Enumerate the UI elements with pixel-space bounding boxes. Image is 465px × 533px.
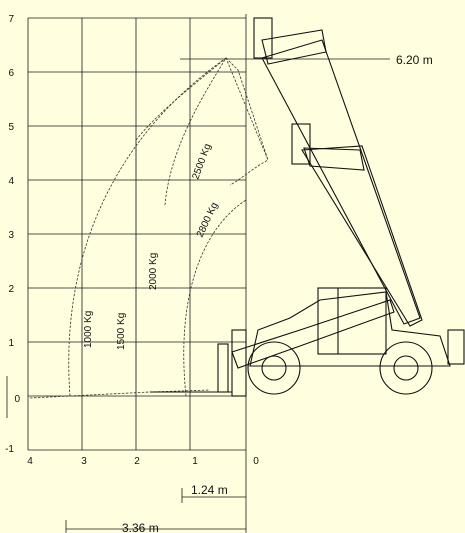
load-label-2000: 2000 Kg — [148, 253, 159, 290]
y-tick-label: 5 — [8, 122, 14, 133]
boom-mid — [301, 145, 423, 327]
reach-1-label: 1.24 m — [191, 483, 228, 497]
y-tick-label: 0 — [14, 394, 20, 405]
envelope-2500kg — [164, 57, 269, 206]
envelope-outer — [225, 57, 269, 161]
boom-lowered — [231, 299, 395, 369]
load-label-1500: 1500 Kg — [116, 313, 127, 350]
x-tick-label: 3 — [81, 456, 87, 467]
y-tick-labels: 7 6 5 4 3 2 1 0 -1 — [5, 14, 20, 455]
y-tick-label: 4 — [8, 176, 14, 187]
y-tick-label: 2 — [8, 284, 14, 295]
y-tick-label: -1 — [5, 444, 14, 455]
x-tick-label: 4 — [27, 456, 33, 467]
load-label-2800: 2800 Kg — [195, 201, 221, 239]
cab — [317, 287, 387, 355]
grid — [27, 14, 247, 533]
envelope-2000kg — [183, 199, 247, 397]
telehandler-illustration — [150, 17, 465, 397]
load-label-2500: 2500 Kg — [190, 142, 213, 181]
x-tick-label: 0 — [253, 456, 259, 467]
forks-mid — [291, 123, 311, 165]
rear-wheel — [379, 341, 433, 395]
x-tick-labels: 4 3 2 1 0 — [27, 456, 259, 467]
y-tick-label: 6 — [8, 68, 14, 79]
carriage — [231, 329, 247, 397]
envelope-1000kg — [68, 57, 227, 397]
y-tick-label: 3 — [8, 230, 14, 241]
load-labels: 1000 Kg 1500 Kg 2000 Kg 2500 Kg 2800 Kg — [83, 142, 220, 350]
boom-head-upper — [261, 29, 327, 65]
body — [249, 291, 451, 367]
x-tick-label: 1 — [192, 456, 198, 467]
envelope-1500kg — [135, 57, 227, 396]
max-height-dimension: 6.20 m — [180, 53, 433, 67]
fork-back — [217, 343, 229, 393]
counterweight — [447, 329, 465, 365]
load-label-1000: 1000 Kg — [83, 311, 94, 348]
x-tick-label: 2 — [134, 456, 140, 467]
max-height-label: 6.20 m — [396, 53, 433, 67]
envelope-ground — [29, 389, 211, 399]
reach-2-label: 3.36 m — [122, 521, 159, 533]
load-envelopes — [29, 57, 269, 399]
y-tick-label: 7 — [8, 14, 14, 25]
front-wheel-hub — [261, 355, 287, 381]
boom-head-mid — [303, 147, 365, 171]
reach-dimensions: 1.24 m 3.36 m — [65, 483, 246, 533]
boom-extended — [261, 39, 421, 325]
front-wheel — [247, 341, 301, 395]
y-tick-label: 1 — [8, 338, 14, 349]
rear-wheel-hub — [393, 355, 419, 381]
forks-upper — [253, 17, 273, 59]
